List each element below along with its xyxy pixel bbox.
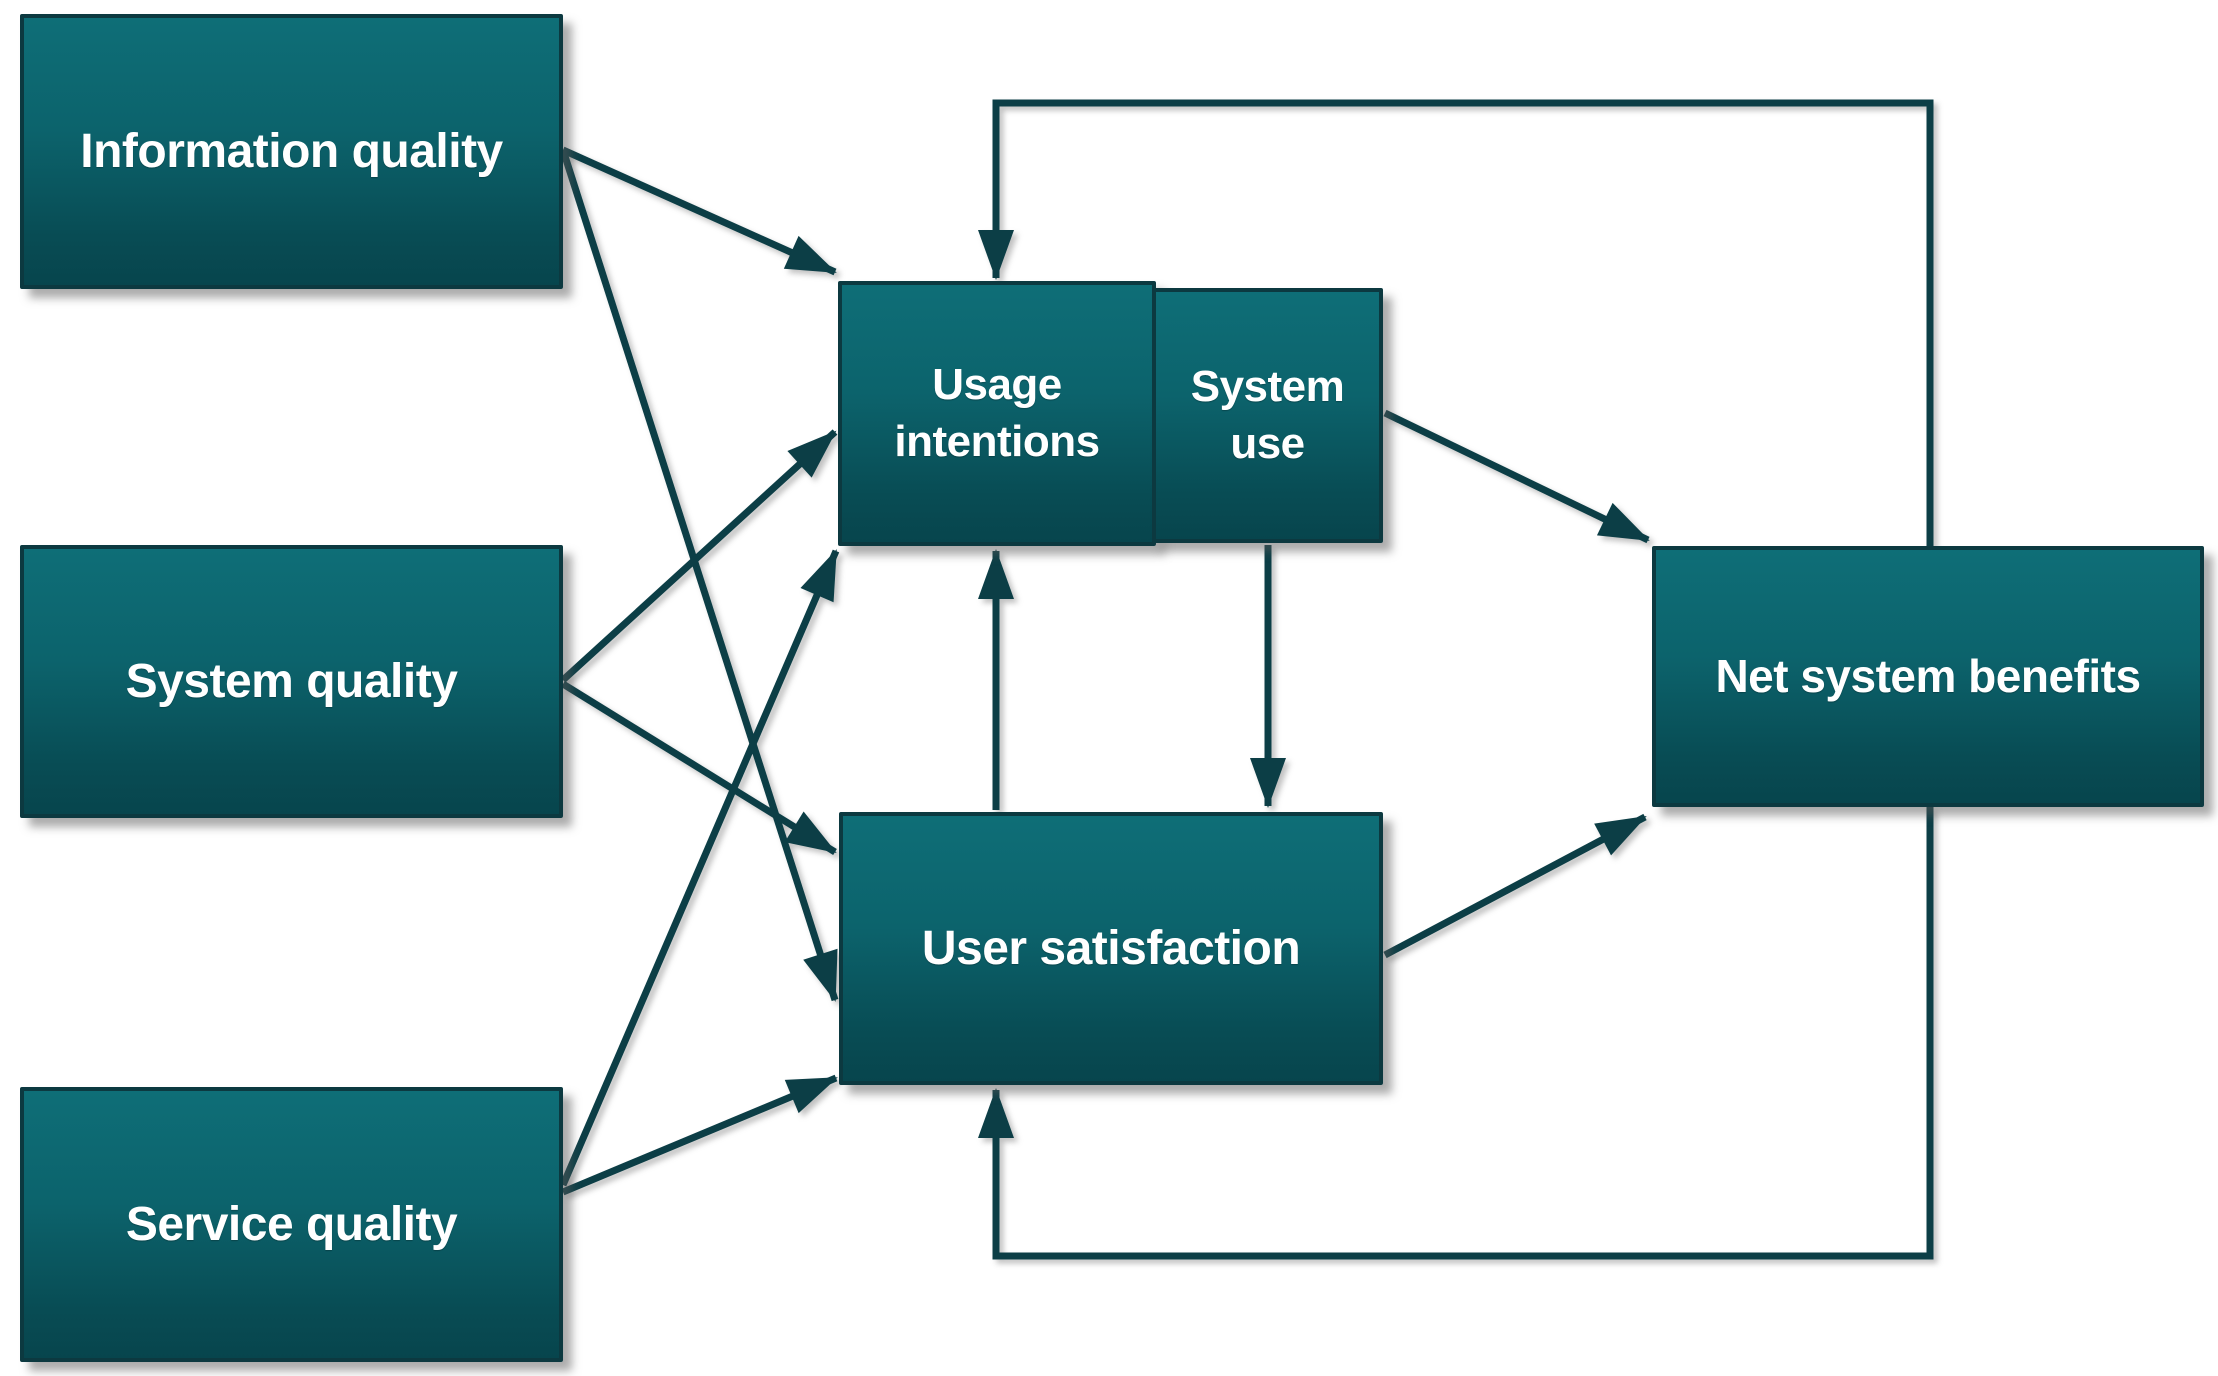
edge-information-quality-to-user-satisfaction <box>559 148 839 1002</box>
edge-system-use-to-net-system-benefits <box>1383 409 1650 544</box>
edge-feedback-loop-top-net-benefits-to-usage-intentions <box>978 99 1934 546</box>
node-system-use: System use <box>1152 288 1383 543</box>
node-net-system-benefits-label: Net system benefits <box>1715 650 2141 703</box>
node-user-satisfaction-label: User satisfaction <box>921 921 1301 975</box>
edge-service-quality-to-usage-intentions <box>559 549 840 1187</box>
node-user-satisfaction: User satisfaction <box>839 812 1383 1085</box>
edge-system-quality-to-user-satisfaction <box>561 681 837 855</box>
node-service-quality-label: Service quality <box>125 1197 458 1251</box>
edge-service-quality-to-user-satisfaction <box>561 1074 838 1196</box>
edge-information-quality-to-usage-intentions <box>561 146 837 276</box>
edge-feedback-loop-bottom-net-benefits-to-user-satisfaction <box>978 807 1934 1260</box>
node-information-quality: Information quality <box>20 14 563 289</box>
node-information-quality-label: Information quality <box>80 124 503 178</box>
node-usage-intentions: Usage intentions <box>838 281 1156 546</box>
edge-user-satisfaction-to-net-system-benefits <box>1383 813 1647 959</box>
node-system-quality-label: System quality <box>125 654 458 708</box>
edge-system-quality-to-usage-intentions <box>560 429 838 683</box>
node-usage-intentions-label: Usage intentions <box>894 360 1100 466</box>
node-service-quality: Service quality <box>20 1087 563 1362</box>
node-net-system-benefits: Net system benefits <box>1652 546 2204 807</box>
node-system-quality: System quality <box>20 545 563 818</box>
node-system-use-label: System use <box>1190 362 1345 468</box>
